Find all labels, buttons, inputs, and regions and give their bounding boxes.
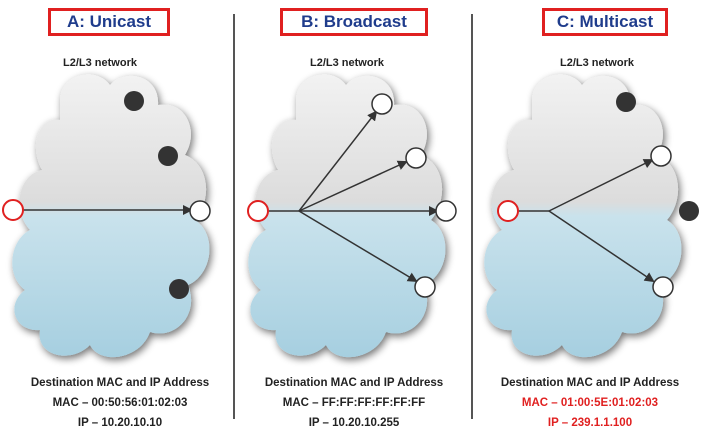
broadcast-title: B: Broadcast: [280, 8, 428, 36]
source-node: [2, 199, 24, 221]
panel-broadcast: B: Broadcast L2/L3 network Destination M…: [236, 0, 472, 433]
panel-unicast: A: Unicast L2/L3 network: [0, 0, 236, 433]
mac-address: MAC – FF:FF:FF:FF:FF:FF: [282, 397, 426, 409]
multicast-title: C: Multicast: [542, 8, 668, 36]
mac-address: MAC – 00:50:56:01:02:03: [52, 397, 188, 409]
receiver-node: [435, 200, 457, 222]
multicast-diagram: [484, 74, 699, 358]
source-node: [497, 200, 519, 222]
broadcast-arrow: [298, 110, 378, 212]
ip-address: IP – 239.1.1.100: [547, 417, 633, 429]
source-node: [247, 200, 269, 222]
ip-address: IP – 10.20.10.10: [77, 417, 163, 429]
receiver-node: [414, 276, 436, 298]
receiver-node: [652, 276, 674, 298]
unicast-diagram: [2, 74, 211, 358]
inactive-node: [124, 91, 144, 111]
caption-heading: Destination MAC and IP Address: [264, 377, 444, 389]
broadcast-arrow: [298, 210, 418, 283]
receiver-node: [189, 200, 211, 222]
cloud-shape: [484, 74, 682, 358]
cloud-shape: [248, 74, 446, 358]
caption-heading: Destination MAC and IP Address: [30, 377, 210, 389]
receiver-node: [405, 147, 427, 169]
multicast-arrow: [548, 159, 654, 212]
divider: [233, 14, 235, 419]
unicast-title: A: Unicast: [48, 8, 170, 36]
network-label: L2/L3 network: [63, 57, 137, 69]
receiver-node: [650, 145, 672, 167]
broadcast-diagram: [247, 74, 457, 358]
inactive-node: [169, 279, 189, 299]
network-label: L2/L3 network: [310, 57, 384, 69]
receiver-node: [371, 93, 393, 115]
inactive-node: [679, 201, 699, 221]
network-label: L2/L3 network: [560, 57, 634, 69]
inactive-node: [616, 92, 636, 112]
broadcast-arrow: [298, 160, 408, 212]
caption-heading: Destination MAC and IP Address: [500, 377, 680, 389]
multicast-arrow: [548, 210, 655, 283]
cloud-shape: [12, 74, 210, 358]
divider: [471, 14, 473, 419]
panel-multicast: C: Multicast L2/L3 network Destination M…: [472, 0, 708, 433]
inactive-node: [158, 146, 178, 166]
ip-address: IP – 10.20.10.255: [308, 417, 400, 429]
mac-address: MAC – 01:00:5E:01:02:03: [521, 397, 659, 409]
